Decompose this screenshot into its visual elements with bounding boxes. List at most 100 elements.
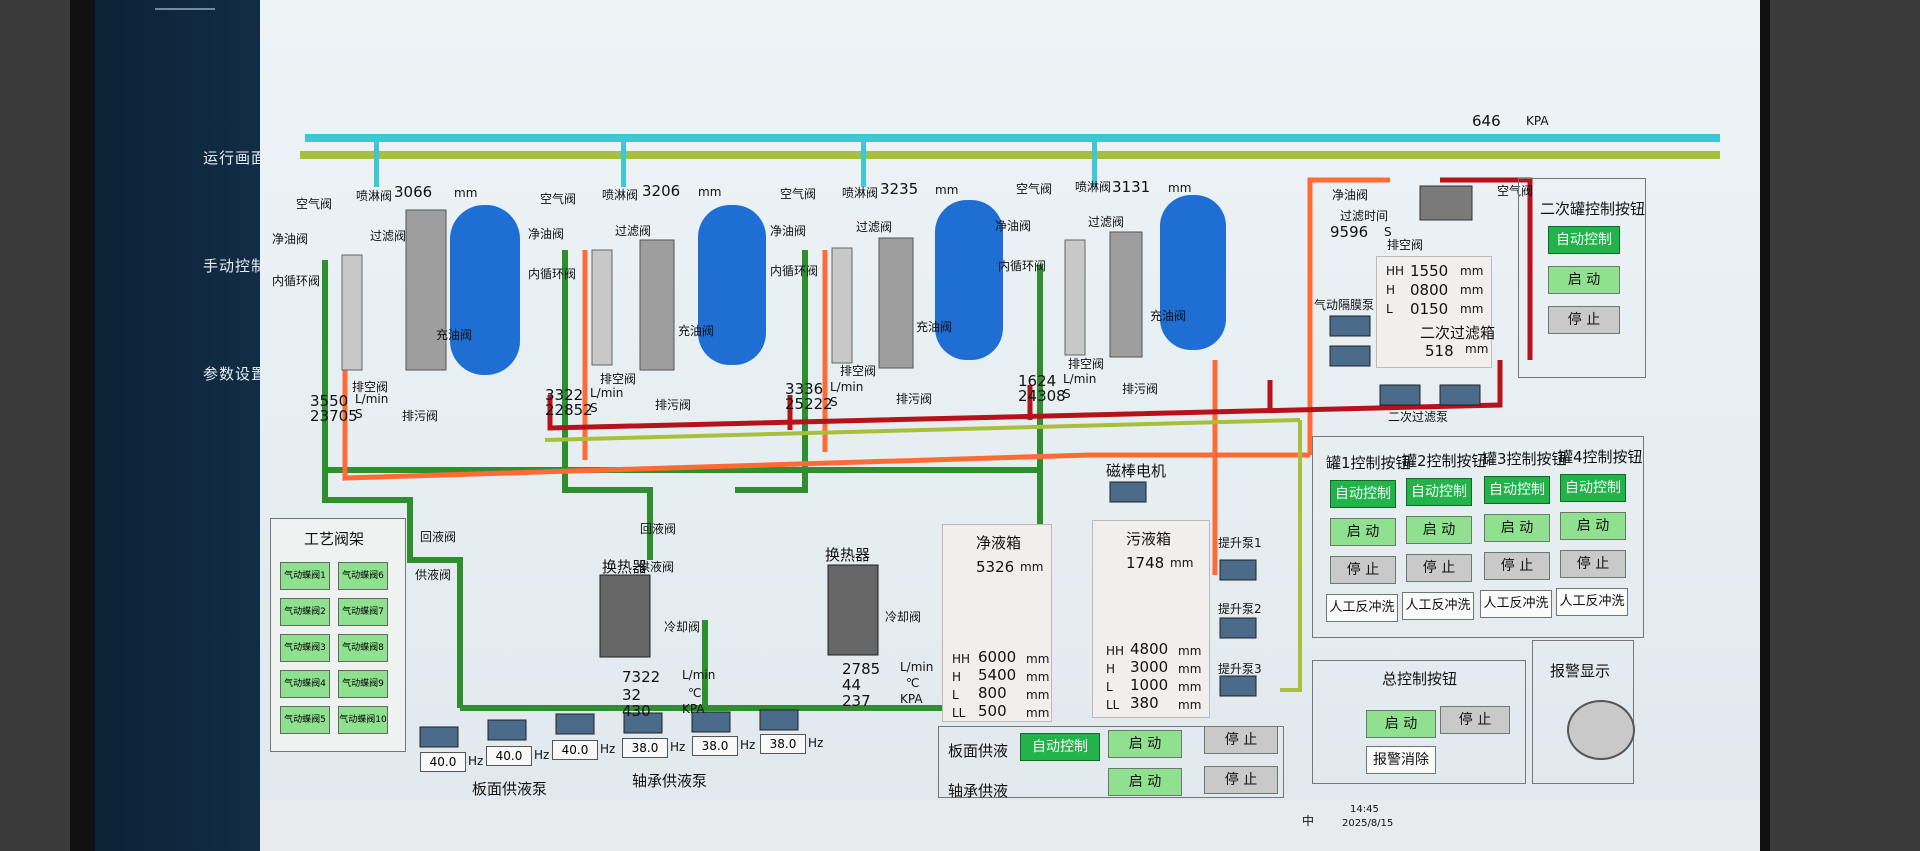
sec-start-button[interactable]: 启 动 [1548,266,1620,294]
dirty-liquid-tank [1092,520,1210,718]
nav-manual-control[interactable]: 手动控制 [202,257,267,275]
tank4-start-button[interactable]: 启 动 [1560,512,1626,540]
bearing-supply-label: 轴承供液 [948,782,1009,800]
clean-liquid-tank [942,524,1052,722]
sec-auto-button[interactable]: 自动控制 [1548,226,1620,254]
sec-filter-time-label: 过滤时间 [1340,209,1389,223]
tank2-total: 22852 [545,401,593,419]
process-rack-title: 工艺阀架 [304,530,365,548]
nav-parameters[interactable]: 参数设置 [202,365,267,383]
valve-btn-1[interactable]: 气动蝶阀1 [280,562,330,590]
lift-pump-1-label: 提升泵1 [1218,536,1262,550]
pump2-hz-unit: Hz [534,748,550,762]
magnet-motor-label: 磁棒电机 [1106,462,1167,480]
tank4-backwash-button[interactable]: 人工反冲洗 [1556,588,1628,616]
tank2-auto-button[interactable]: 自动控制 [1406,478,1472,506]
hx2-cool-valve: 冷却阀 [885,610,922,624]
valve-filter-1: 过滤阀 [370,229,407,243]
valve-btn-4[interactable]: 气动蝶阀4 [280,670,330,698]
tank1-auto-button[interactable]: 自动控制 [1330,480,1396,508]
hx2-flow: 2785 [842,660,881,678]
clean-h-label: H [952,670,962,684]
valve-btn-10[interactable]: 气动蝶阀10 [338,706,388,734]
board-auto-button[interactable]: 自动控制 [1020,733,1100,761]
hx1-temp: 32 [622,686,642,704]
valve-btn-7[interactable]: 气动蝶阀7 [338,598,388,626]
tank3-stop-button[interactable]: 停 止 [1484,552,1550,580]
bearing-pump-label: 轴承供液泵 [632,772,708,790]
dirty-h-unit: mm [1178,662,1202,676]
hx1-name: 换热器 [602,558,648,576]
tank2-level: 3206 [642,182,681,200]
valve-air-3: 空气阀 [780,187,817,201]
tank3-flow-unit: L/min [830,380,864,394]
sec-l-value: 0150 [1410,300,1449,318]
tank1-backwash-button[interactable]: 人工反冲洗 [1326,594,1398,622]
valve-fill-oil-1: 充油阀 [436,328,473,342]
dirty-tank-level: 1748 [1126,554,1165,572]
sec-tank-level-unit: mm [1465,342,1489,356]
valve-btn-8[interactable]: 气动蝶阀8 [338,634,388,662]
tank1-start-button[interactable]: 启 动 [1330,518,1396,546]
hx2-press: 237 [842,692,871,710]
header-pressure-unit: KPA [1526,114,1549,128]
tank3-auto-button[interactable]: 自动控制 [1484,476,1550,504]
alarm-reset-button[interactable]: 报警消除 [1366,746,1436,774]
tank1-flow-unit: L/min [355,392,389,406]
sec-vent-valve: 排空阀 [1387,238,1424,252]
main-start-button[interactable]: 启 动 [1366,710,1436,738]
valve-btn-3[interactable]: 气动蝶阀3 [280,634,330,662]
main-stop-button[interactable]: 停 止 [1440,706,1510,734]
taskbar-time[interactable]: 14:45 [1350,804,1379,815]
bearing-stop-button[interactable]: 停 止 [1204,766,1278,794]
valve-vent-4: 排空阀 [1068,357,1105,371]
sec-hh-label: HH [1386,264,1405,278]
valve-inner-loop-4: 内循环阀 [998,259,1047,273]
valve-vent-2: 排空阀 [600,372,637,386]
tank2-start-button[interactable]: 启 动 [1406,516,1472,544]
tank3-start-button[interactable]: 启 动 [1484,514,1550,542]
clean-tank-name: 净液箱 [976,534,1022,552]
sec-stop-button[interactable]: 停 止 [1548,306,1620,334]
clean-tank-level-unit: mm [1020,560,1044,574]
valve-btn-5[interactable]: 气动蝶阀5 [280,706,330,734]
clean-ll-value: 500 [978,702,1007,720]
tank2-level-unit: mm [698,185,722,199]
alarm-title: 报警显示 [1550,662,1611,680]
supply-ctrl-panel [938,726,1284,798]
valve-btn-2[interactable]: 气动蝶阀2 [280,598,330,626]
tank4-total-unit: S [1063,387,1071,401]
tank1-stop-button[interactable]: 停 止 [1330,556,1396,584]
dirty-l-value: 1000 [1130,676,1169,694]
valve-drain-1: 排污阀 [402,409,439,423]
valve-btn-9[interactable]: 气动蝶阀9 [338,670,388,698]
board-stop-button[interactable]: 停 止 [1204,726,1278,754]
valve-air-1: 空气阀 [296,197,333,211]
clean-l-label: L [952,688,959,702]
tank4-stop-button[interactable]: 停 止 [1560,550,1626,578]
tank1-flow: 3550 [310,392,349,410]
tank3-backwash-button[interactable]: 人工反冲洗 [1480,590,1552,618]
bearing-start-button[interactable]: 启 动 [1108,768,1182,796]
dirty-ll-label: LL [1106,698,1120,712]
dirty-ll-unit: mm [1178,698,1202,712]
valve-fill-oil-3: 充油阀 [916,320,953,334]
valve-btn-6[interactable]: 气动蝶阀6 [338,562,388,590]
pump4-hz-unit: Hz [670,740,686,754]
valve-drain-3: 排污阀 [896,392,933,406]
tank2-stop-button[interactable]: 停 止 [1406,554,1472,582]
tank2-backwash-button[interactable]: 人工反冲洗 [1402,592,1474,620]
tank2-total-unit: S [590,401,598,415]
taskbar-date[interactable]: 2025/8/15 [1342,818,1394,829]
valve-inner-loop-1: 内循环阀 [272,274,321,288]
tank4-auto-button[interactable]: 自动控制 [1560,474,1626,502]
header-pressure-value: 646 [1472,112,1501,130]
clean-ll-unit: mm [1026,706,1050,720]
valve-fill-oil-4: 充油阀 [1150,309,1187,323]
taskbar-lang[interactable]: 中 [1302,814,1315,828]
valve-spray-3: 喷淋阀 [842,186,879,200]
tank1-total-unit: S [355,407,363,421]
nav-run-screen[interactable]: 运行画面 [202,149,267,167]
sec-air-valve: 空气阀 [1497,184,1534,198]
board-start-button[interactable]: 启 动 [1108,730,1182,758]
